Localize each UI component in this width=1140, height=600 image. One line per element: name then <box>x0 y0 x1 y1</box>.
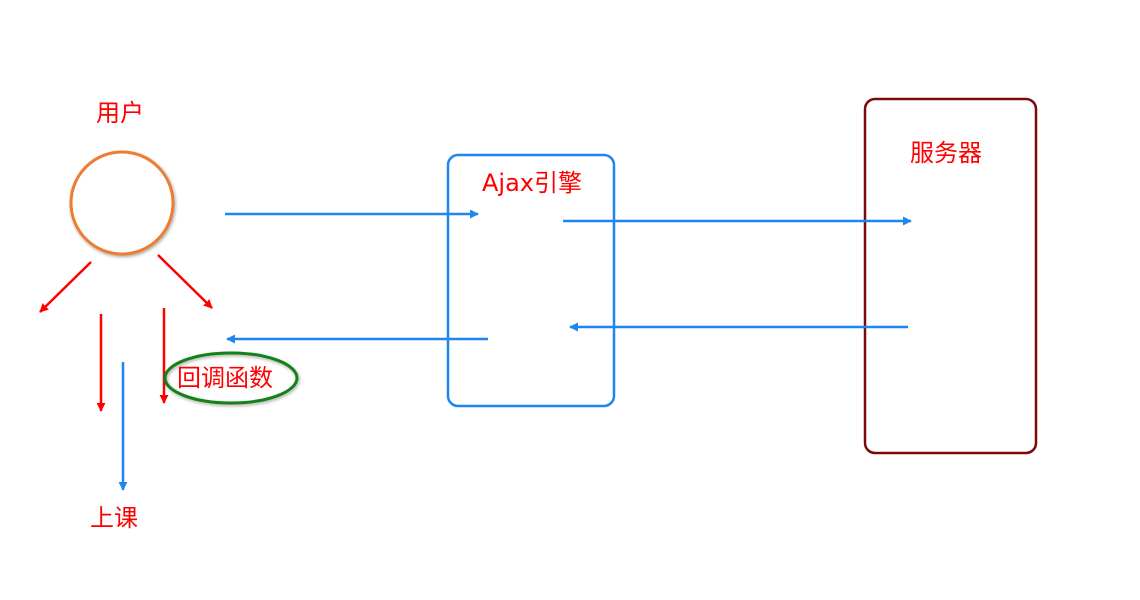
user-right-arm-arrow <box>157 254 213 309</box>
server-box <box>863 97 1038 455</box>
ajax-engine-label: Ajax引擎 <box>482 169 582 197</box>
user-head-circle <box>69 150 175 256</box>
class-label: 上课 <box>90 504 138 532</box>
server-label: 服务器 <box>910 139 982 167</box>
user-label: 用户 <box>96 99 144 127</box>
user-left-arm-arrow <box>39 261 92 313</box>
callback-ellipse <box>163 351 299 405</box>
ajax-engine-box <box>446 153 616 408</box>
callback-label: 回调函数 <box>177 364 273 392</box>
